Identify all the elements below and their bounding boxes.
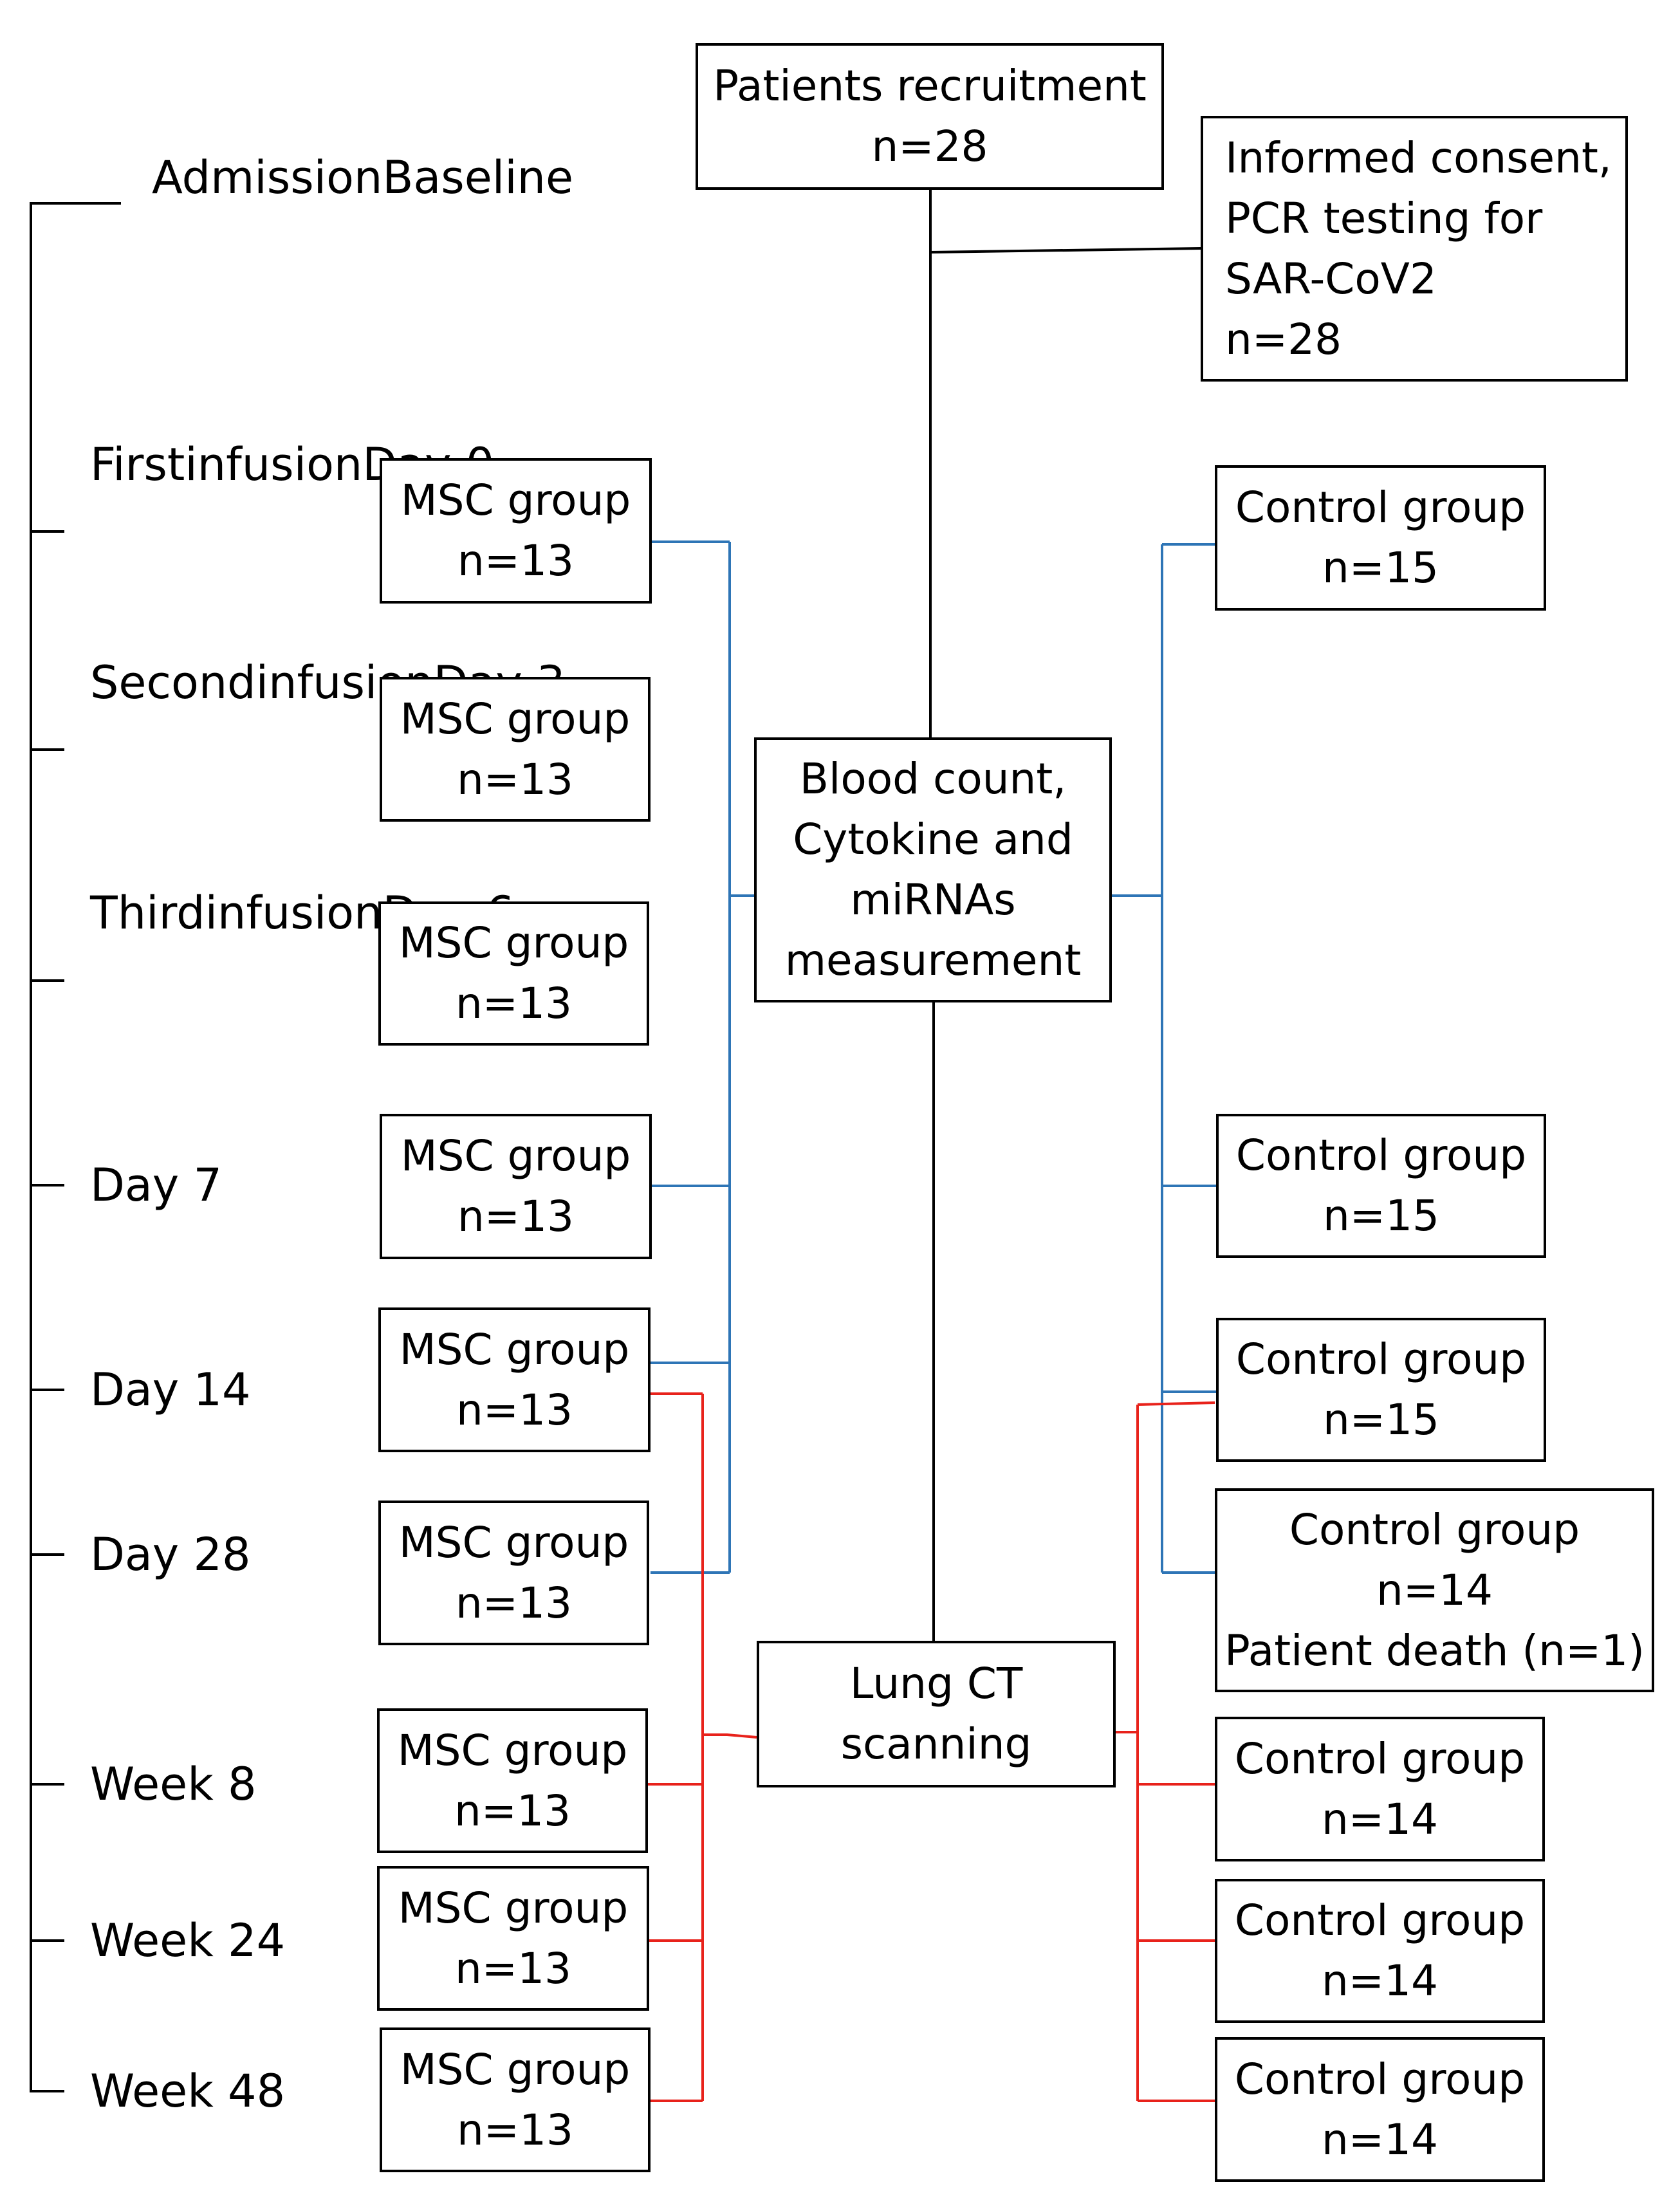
timeline-admission: AdmissionBaseline: [152, 143, 573, 212]
text-line: n=13: [455, 979, 573, 1028]
patients-recruitment-box: Patients recruitment n=28: [696, 43, 1164, 190]
text-line: MSC group: [399, 1324, 630, 1374]
text-line: n=13: [457, 536, 575, 586]
msc-group-box: MSC group n=13: [378, 1307, 651, 1452]
timeline-day-7: Day 7: [90, 1151, 222, 1219]
text-line: Patients recruitment: [713, 61, 1147, 111]
text-line: MSC group: [398, 1883, 629, 1933]
text-line: Patient death (n=1): [1224, 1625, 1645, 1676]
text-line: PCR testing for: [1225, 193, 1543, 243]
control-group-box: Control group n=15: [1216, 1114, 1546, 1258]
text-line: Baseline: [382, 151, 574, 204]
text-line: Day 28: [90, 1528, 251, 1581]
msc-group-box: MSC group n=13: [377, 1866, 649, 2011]
text-line: MSC group: [398, 1517, 629, 1567]
text-line: First: [90, 438, 185, 491]
text-line: Control group: [1235, 1334, 1527, 1384]
text-line: MSC group: [397, 1725, 628, 1775]
text-line: n=14: [1321, 1794, 1439, 1844]
timeline-day-14: Day 14: [90, 1356, 251, 1424]
text-line: Blood count,: [799, 754, 1067, 804]
text-line: infusion: [185, 438, 363, 491]
text-line: measurement: [784, 936, 1082, 985]
text-line: n=28: [871, 122, 988, 171]
timeline-day-28: Day 28: [90, 1520, 251, 1589]
text-line: Control group: [1234, 2054, 1526, 2104]
text-line: Control group: [1235, 1131, 1527, 1180]
text-line: n=15: [1322, 1395, 1440, 1445]
red-connectors: [647, 1392, 1215, 2102]
text-line: Week 24: [90, 1914, 286, 1967]
text-line: n=14: [1376, 1565, 1493, 1615]
text-line: n=13: [456, 2105, 574, 2155]
text-line: SAR-CoV2: [1225, 254, 1437, 304]
timeline-axis: [30, 202, 121, 2092]
text-line: MSC group: [400, 1131, 631, 1181]
text-line: Second: [90, 656, 256, 709]
text-line: MSC group: [400, 694, 631, 744]
text-line: n=14: [1321, 2114, 1439, 2165]
text-line: MSC group: [398, 918, 629, 968]
msc-group-box: MSC group n=13: [378, 901, 649, 1046]
msc-group-box: MSC group n=13: [380, 2027, 651, 2172]
text-line: Week 8: [90, 1758, 257, 1811]
text-line: Day 7: [90, 1159, 223, 1212]
timeline-week-8: Week 8: [90, 1750, 257, 1818]
text-line: Admission: [152, 151, 383, 204]
msc-group-box: MSC group n=13: [380, 1114, 652, 1259]
text-line: n=28: [1225, 314, 1342, 364]
text-line: Third: [90, 887, 205, 939]
control-group-box: Control group n=15: [1215, 465, 1546, 611]
timeline-week-24: Week 24: [90, 1907, 285, 1975]
text-line: n=13: [454, 1943, 572, 1993]
text-line: n=15: [1322, 1191, 1440, 1241]
text-line: MSC group: [400, 2044, 631, 2094]
control-group-box: Control group n=14: [1215, 2037, 1545, 2182]
text-line: Control group: [1235, 483, 1526, 532]
msc-group-box: MSC group n=13: [377, 1708, 648, 1853]
control-group-box: Control group n=14: [1215, 1717, 1545, 1861]
blood-measurement-box: Blood count, Cytokine and miRNAs measuremen…: [754, 737, 1112, 1002]
text-line: Control group: [1289, 1504, 1580, 1555]
text-line: n=15: [1322, 543, 1439, 593]
text-line: n=14: [1321, 1956, 1439, 2006]
msc-group-box: MSC group n=13: [380, 458, 652, 604]
text-line: Control group: [1234, 1733, 1526, 1784]
msc-group-box: MSC group n=13: [380, 677, 651, 822]
timeline-week-48: Week 48: [90, 2057, 285, 2125]
text-line: Lung CT: [849, 1659, 1023, 1708]
text-line: n=13: [455, 1578, 573, 1628]
center-spine: [929, 189, 1201, 1641]
text-line: n=13: [456, 1385, 573, 1435]
text-line: infusion: [205, 887, 383, 939]
lung-ct-box: Lung CT scanning: [757, 1641, 1116, 1787]
text-line: Week 48: [90, 2065, 286, 2118]
blue-connectors: [651, 540, 1216, 1574]
text-line: Cytokine and: [793, 815, 1073, 864]
text-line: n=13: [456, 754, 574, 804]
msc-group-box: MSC group n=13: [378, 1501, 649, 1645]
text-line: Informed consent,: [1225, 133, 1612, 183]
text-line: Control group: [1234, 1896, 1526, 1945]
text-line: miRNAs: [850, 875, 1016, 925]
text-line: n=13: [457, 1192, 575, 1241]
control-group-box: Control group n=14: [1215, 1879, 1545, 2023]
text-line: scanning: [840, 1719, 1032, 1769]
text-line: MSC group: [400, 476, 631, 525]
text-line: n=13: [454, 1786, 571, 1836]
control-group-box: Control group n=15: [1216, 1318, 1546, 1462]
text-line: Day 14: [90, 1363, 251, 1416]
